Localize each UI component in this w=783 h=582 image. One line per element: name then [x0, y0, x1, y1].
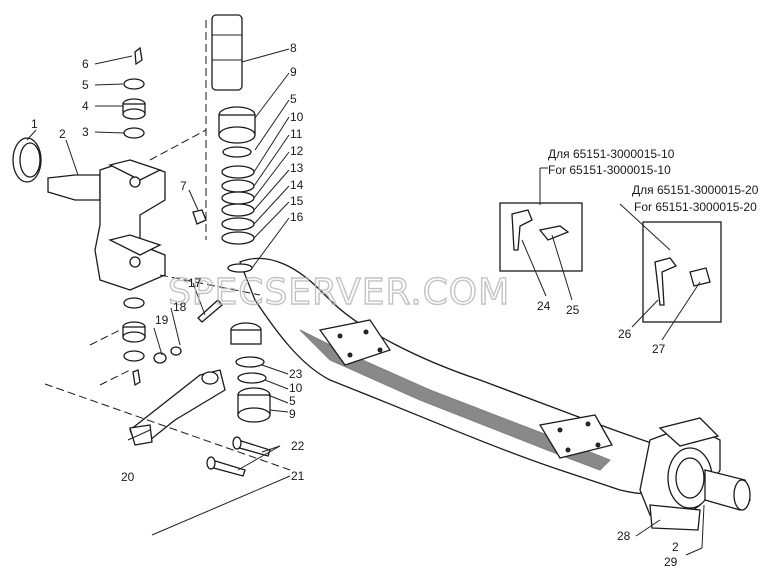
- callout-22: 22: [291, 439, 305, 453]
- callout-16: 16: [290, 210, 304, 224]
- kingpin-stack: [211, 14, 271, 423]
- callout-27: 27: [652, 342, 666, 356]
- variant-note-b-en: For 65151-3000015-20: [634, 200, 757, 214]
- callout-20: 20: [121, 470, 135, 484]
- left-small-parts: [122, 46, 223, 387]
- steering-arm: [129, 369, 226, 446]
- callout-2: 2: [59, 127, 66, 141]
- callout-6: 6: [82, 57, 89, 71]
- right-steering-knuckle: [639, 417, 751, 531]
- callout-10-lower: 10: [289, 381, 303, 395]
- variant-note-b: Для 65151-3000015-20 For 65151-3000015-2…: [632, 183, 759, 214]
- callout-18: 18: [173, 300, 187, 314]
- left-steering-knuckle: [12, 137, 166, 291]
- callout-5-lower: 5: [289, 394, 296, 408]
- axle-beam: [239, 257, 706, 495]
- callout-10: 10: [290, 110, 304, 124]
- callout-21: 21: [291, 469, 305, 483]
- callout-7: 7: [180, 179, 187, 193]
- callout-14: 14: [290, 178, 304, 192]
- callout-11: 11: [290, 127, 303, 141]
- callout-25: 25: [566, 303, 580, 317]
- callout-1: 1: [31, 117, 38, 131]
- callout-9: 9: [290, 65, 297, 79]
- callout-13: 13: [290, 161, 304, 175]
- assembly-centerlines: [44, 20, 291, 471]
- variant-note-a-en: For 65151-3000015-10: [548, 163, 671, 177]
- variant-note-b-ru: Для 65151-3000015-20: [632, 183, 759, 197]
- callout-2-right: 2: [672, 540, 679, 554]
- variant-inset-b: [642, 221, 722, 323]
- callout-8: 8: [290, 41, 297, 55]
- callout-4: 4: [82, 99, 89, 113]
- callout-15: 15: [290, 194, 304, 208]
- callout-5-stack: 5: [290, 92, 297, 106]
- callout-3: 3: [82, 125, 89, 139]
- leader-lines: [26, 48, 705, 556]
- callout-26: 26: [618, 327, 632, 341]
- callout-17: 17: [188, 276, 202, 290]
- variant-inset-a: [499, 202, 583, 272]
- callout-19: 19: [155, 313, 169, 327]
- variant-note-a: Для 65151-3000015-10 For 65151-3000015-1…: [540, 147, 675, 177]
- callout-23: 23: [289, 367, 303, 381]
- watermark: SPECSERVER.COM: [168, 272, 510, 313]
- callout-12: 12: [290, 144, 304, 158]
- bolts: [206, 436, 271, 477]
- variant-note-a-ru: Для 65151-3000015-10: [548, 147, 675, 161]
- callout-labels: 1 2 3 4 5 6 7 8 9 10 11 12 13 14 15 16 1…: [31, 41, 679, 569]
- callout-5: 5: [82, 78, 89, 92]
- callout-29: 29: [664, 555, 678, 569]
- callout-28: 28: [617, 529, 631, 543]
- callout-24: 24: [537, 299, 551, 313]
- callout-9-lower: 9: [289, 407, 296, 421]
